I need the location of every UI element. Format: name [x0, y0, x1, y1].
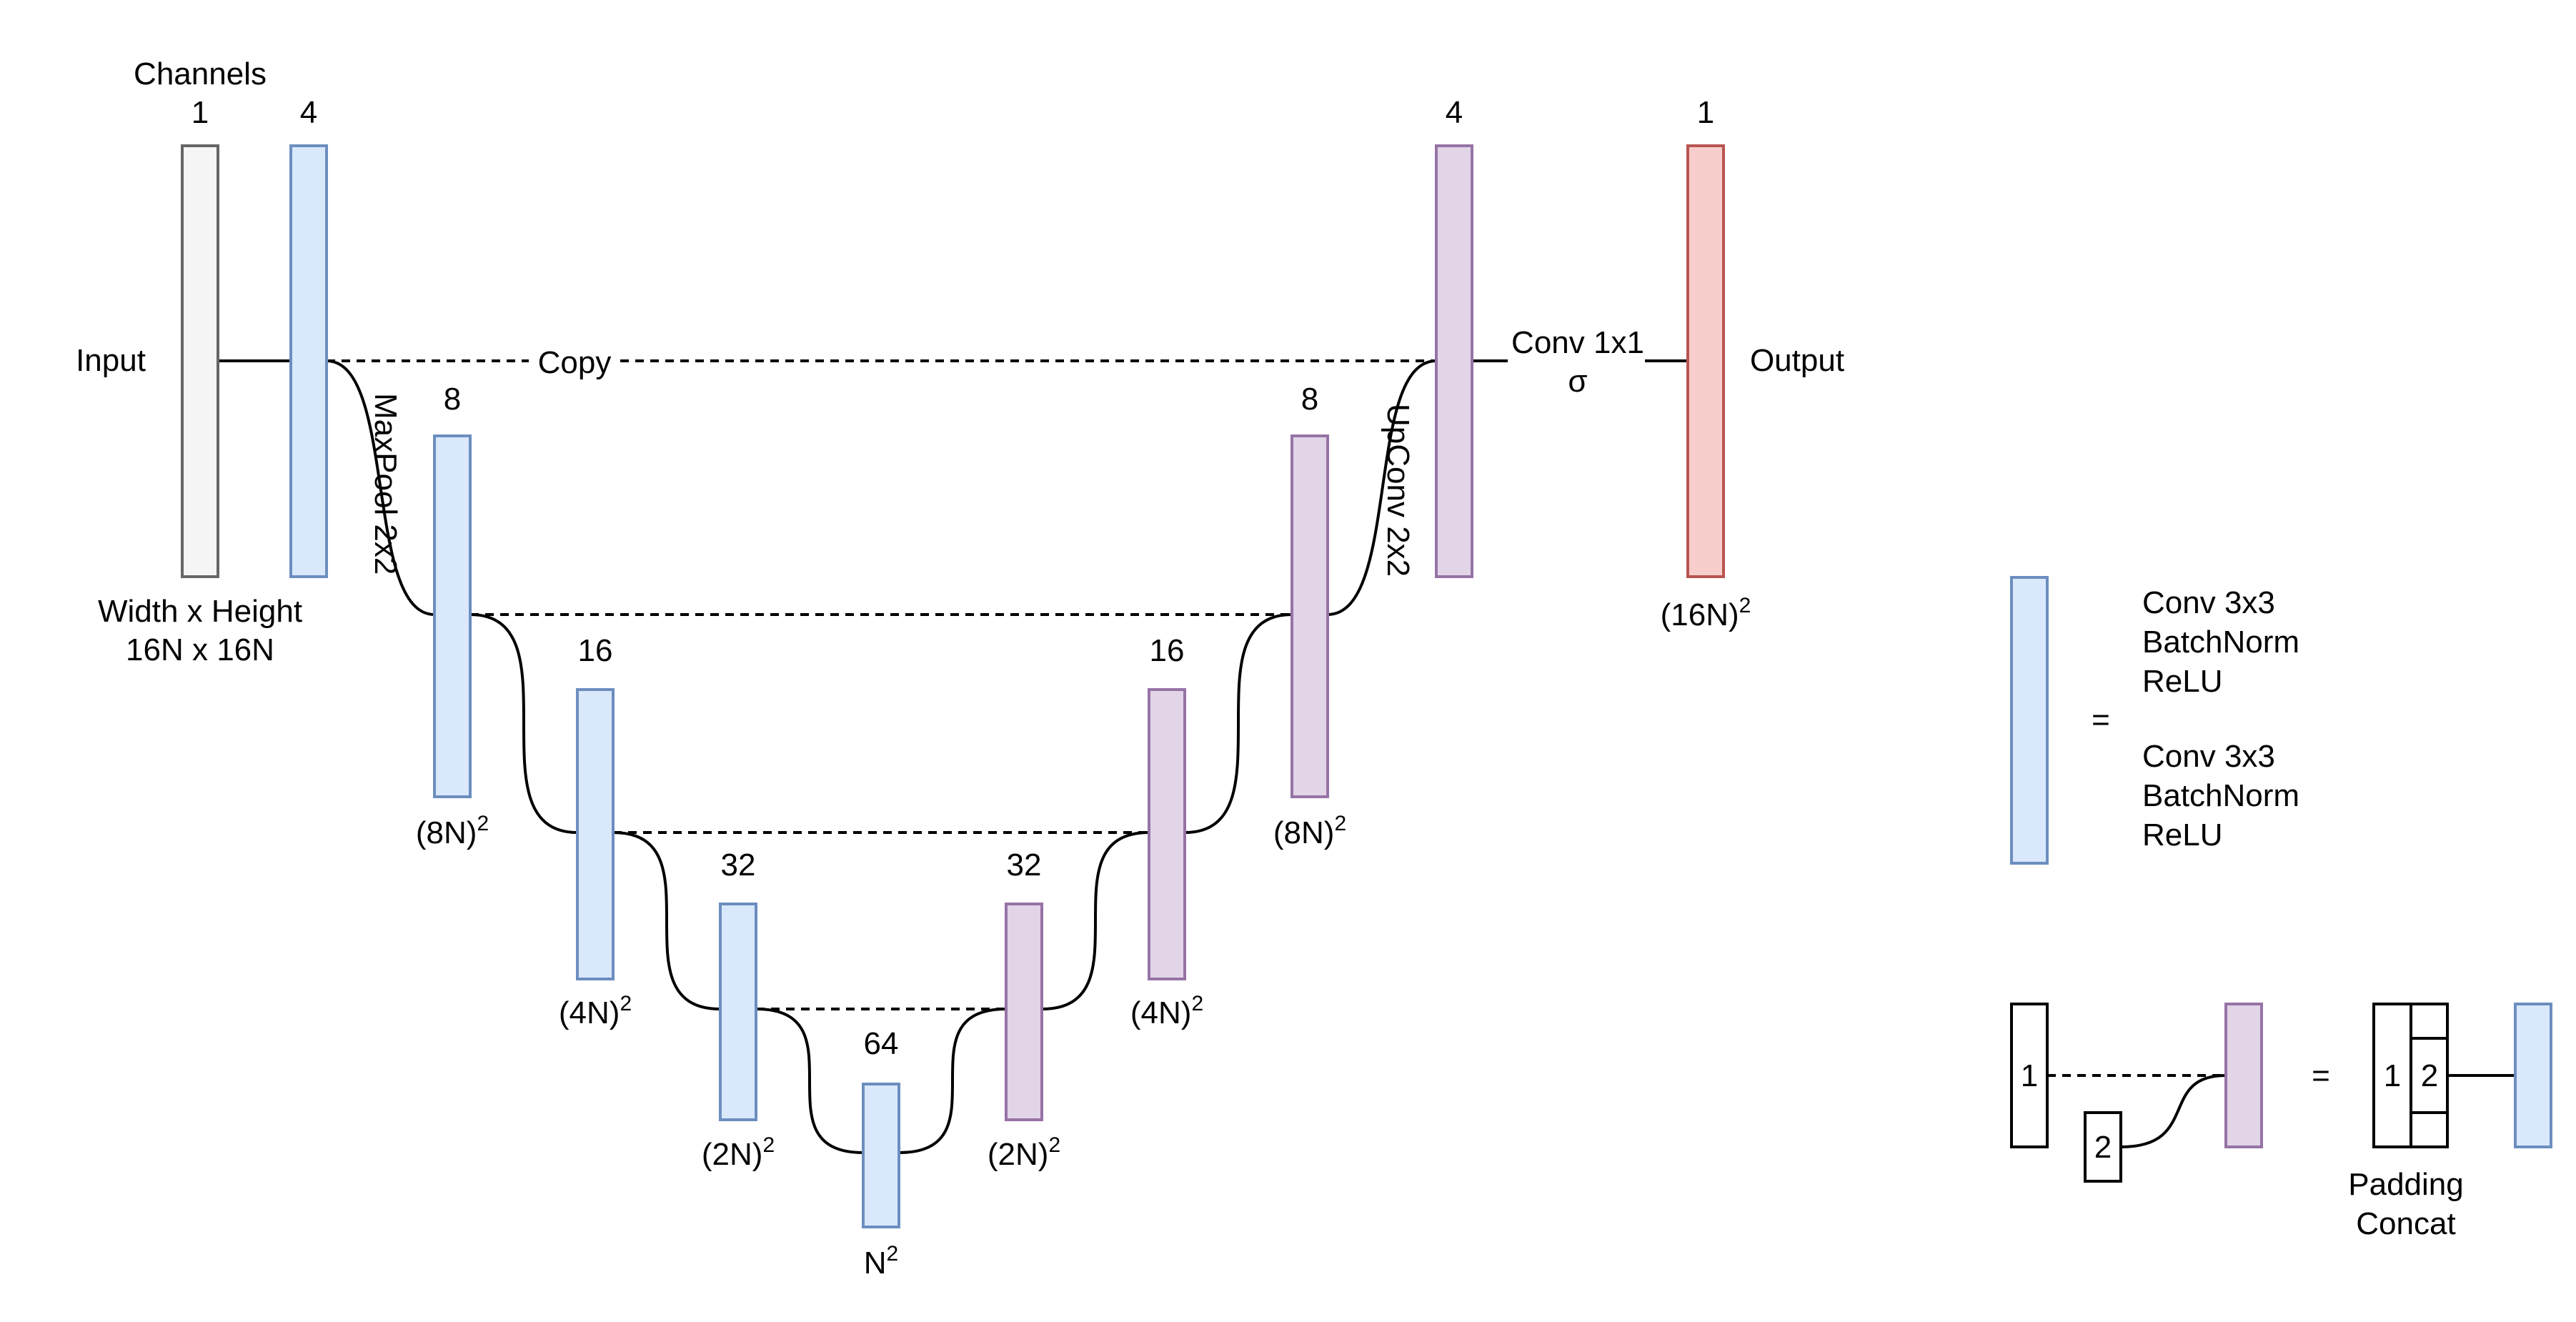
legend-batchnorm-b: BatchNorm	[2142, 778, 2299, 813]
channel-count-dec1: 4	[1446, 95, 1463, 130]
decoder-block-4	[1005, 903, 1043, 1121]
output-block	[1686, 144, 1725, 578]
connector-dec4-dec3	[1041, 831, 1150, 1010]
legend-result-block	[2514, 1003, 2552, 1148]
resolution-output: (16N)2	[1661, 594, 1751, 632]
legend-feature-box-1	[2010, 1003, 2049, 1148]
legend-concat-label: Concat	[2356, 1206, 2455, 1241]
legend-decoder-block	[2224, 1003, 2263, 1148]
channel-count-dec3: 16	[1150, 633, 1185, 668]
copy-label: Copy	[538, 345, 612, 380]
sigma-label: σ	[1568, 364, 1587, 399]
decoder-block-2	[1291, 434, 1329, 798]
connector-dec3-dec2	[1184, 613, 1293, 834]
legend-encoder-block	[2010, 576, 2049, 865]
resolution-enc3: (4N)2	[559, 992, 632, 1030]
decoder-block-3	[1148, 688, 1186, 980]
input-label: Input	[76, 343, 146, 378]
legend-equals-2: =	[2312, 1058, 2330, 1093]
legend-conv-3x3-b: Conv 3x3	[2142, 739, 2275, 774]
connector-enc1-enc2	[326, 359, 435, 616]
legend-padding-label: Padding	[2348, 1167, 2463, 1202]
channel-count-enc1: 4	[300, 95, 317, 130]
encoder-block-2	[433, 434, 472, 798]
legend-concat-label-2: 2	[2421, 1058, 2438, 1093]
conv1x1-label: Conv 1x1	[1511, 325, 1644, 360]
legend-batchnorm-a: BatchNorm	[2142, 625, 2299, 660]
input-block	[181, 144, 219, 578]
resolution-enc2: (8N)2	[416, 812, 489, 850]
legend-feature-label-1: 1	[2021, 1058, 2038, 1093]
channel-count-bottleneck: 64	[864, 1026, 899, 1061]
resolution-dec2: (8N)2	[1273, 812, 1346, 850]
connector-bottleneck-dec4	[898, 1008, 1007, 1154]
resolution-dec3: (4N)2	[1130, 992, 1203, 1030]
resolution-enc4: (2N)2	[702, 1133, 775, 1172]
channel-count-output: 1	[1697, 95, 1714, 130]
legend-feature-box-2	[2084, 1111, 2122, 1183]
channels-label: Channels	[134, 56, 267, 91]
channel-count-enc3: 16	[578, 633, 613, 668]
legend-concat-box-1	[2372, 1003, 2412, 1148]
channel-count-dec4: 32	[1007, 848, 1042, 883]
channel-count-enc4: 32	[721, 848, 756, 883]
decoder-block-1	[1435, 144, 1473, 578]
channel-count-enc2: 8	[444, 382, 461, 417]
legend-conv-3x3-a: Conv 3x3	[2142, 585, 2275, 620]
input-size-label: 16N x 16N	[126, 632, 274, 667]
resolution-bottleneck: N2	[864, 1242, 898, 1281]
encoder-block-3	[576, 688, 615, 980]
legend-feature-label-2: 2	[2094, 1130, 2112, 1165]
legend-equals-1: =	[2092, 702, 2110, 737]
upconv-label: UpConv 2x2	[1381, 404, 1416, 577]
channel-count-dec2: 8	[1301, 382, 1318, 417]
bottleneck-block	[862, 1083, 900, 1228]
legend-skip-curve	[2120, 1074, 2227, 1148]
channel-count-input: 1	[192, 95, 209, 130]
encoder-block-1	[289, 144, 328, 578]
connector-enc4-bottleneck	[755, 1008, 864, 1154]
connector-dec2-dec1	[1327, 359, 1437, 616]
connector-enc2-enc3	[469, 613, 578, 834]
encoder-block-4	[719, 903, 757, 1121]
maxpool-label: MaxPool 2x2	[368, 393, 403, 575]
connector-enc3-enc4	[612, 831, 721, 1010]
resolution-dec4: (2N)2	[988, 1133, 1060, 1172]
output-label: Output	[1750, 343, 1844, 378]
legend-relu-b: ReLU	[2142, 817, 2223, 853]
copy-label-bg	[530, 342, 619, 379]
legend-concat-label-1: 1	[2384, 1058, 2401, 1093]
legend-concat-box-2	[2410, 1003, 2449, 1148]
width-height-label: Width x Height	[98, 594, 302, 629]
legend-relu-a: ReLU	[2142, 664, 2223, 699]
